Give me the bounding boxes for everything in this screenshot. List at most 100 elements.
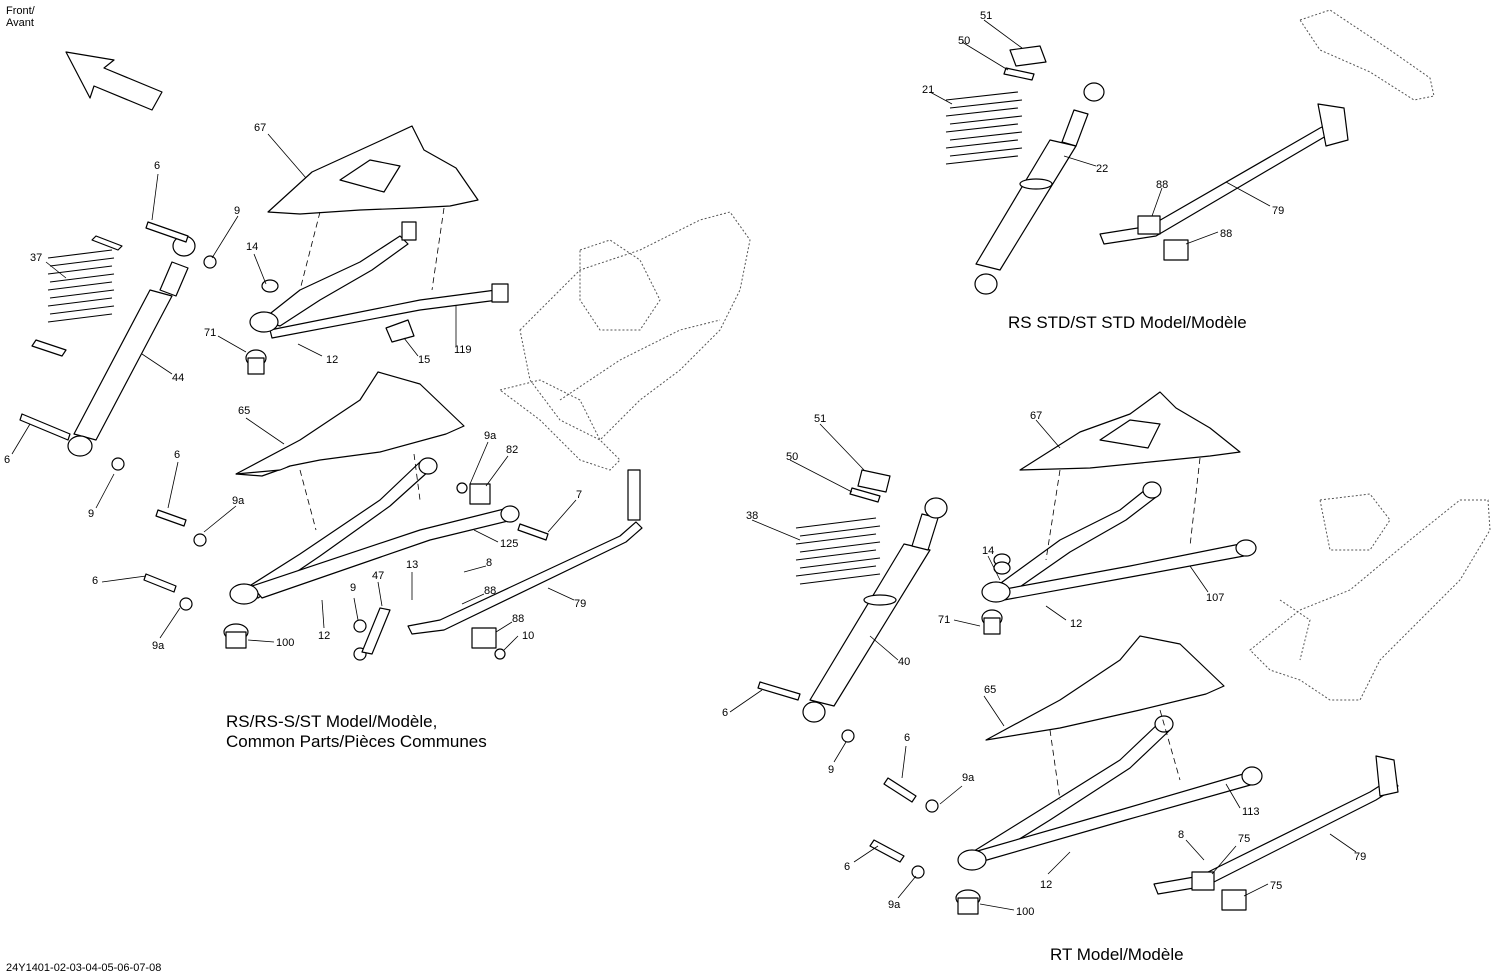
callout-label: 82	[506, 444, 518, 456]
callout-label: 14	[246, 241, 258, 253]
caption-rs-std: RS STD/ST STD Model/Modèle	[1008, 313, 1247, 332]
caption-rt: RT Model/Modèle	[1050, 945, 1184, 964]
callout-label: 6	[92, 575, 98, 587]
callout-label: 6	[844, 861, 850, 873]
callout-label: 79	[1354, 851, 1366, 863]
callout-label: 71	[938, 614, 950, 626]
spring-38	[795, 517, 881, 585]
front-arrow-icon	[65, 51, 163, 111]
callout-label: 9a	[232, 495, 245, 507]
bolts-and-nuts	[143, 509, 506, 661]
callout-label: 9a	[962, 772, 975, 784]
ball-joint-100-rt	[955, 889, 981, 915]
callout-label: 75	[1238, 833, 1250, 845]
spring-37	[31, 235, 123, 357]
frame-ghost-rt	[1249, 493, 1491, 701]
lower-guard-65-rt	[985, 635, 1225, 741]
callout-label: 21	[922, 84, 934, 96]
callout-label: 6	[904, 732, 910, 744]
upper-arm-guard-67	[267, 125, 479, 215]
callout-label: 50	[958, 35, 970, 47]
callout-label: 7	[576, 489, 582, 501]
shock-absorber-40	[757, 497, 948, 743]
shock-absorber-44	[19, 221, 217, 471]
callout-label: 79	[1272, 205, 1284, 217]
bump-stop-50-51	[1003, 45, 1047, 81]
callout-label: 47	[372, 570, 384, 582]
callout-label: 6	[722, 707, 728, 719]
alignment-lines-rt	[1045, 457, 1201, 801]
orientation-line2: Avant	[6, 17, 34, 29]
bump-stop-50-51-rt	[849, 469, 891, 503]
alignment-lines	[299, 207, 445, 531]
callout-label: 12	[1070, 618, 1082, 630]
callout-label: 100	[1016, 906, 1034, 918]
sway-bar-79-std	[1099, 103, 1349, 261]
upper-guard-67-rt	[1019, 391, 1241, 471]
callout-label: 9	[350, 582, 356, 594]
callout-label: 71	[204, 327, 216, 339]
callout-label: 113	[1242, 806, 1260, 818]
callout-label: 44	[172, 372, 184, 384]
shock-ghost-top	[1299, 9, 1435, 101]
callout-label: 9	[828, 764, 834, 776]
upper-a-arm-107	[981, 481, 1257, 603]
callout-label: 9a	[484, 430, 497, 442]
callout-label: 88	[1156, 179, 1168, 191]
callout-leaders	[11, 19, 1357, 911]
callout-label: 37	[30, 252, 42, 264]
callout-label: 40	[898, 656, 910, 668]
callout-label: 50	[786, 451, 798, 463]
callout-label: 14	[982, 545, 994, 557]
callout-label: 9	[88, 508, 94, 520]
callout-label: 88	[1220, 228, 1232, 240]
frame-ghost	[498, 211, 751, 471]
bolts-and-nuts-rt	[869, 561, 1011, 879]
callout-label: 12	[1040, 879, 1052, 891]
callout-label: 65	[238, 405, 250, 417]
callout-label: 22	[1096, 163, 1108, 175]
callout-label: 6	[174, 449, 180, 461]
ball-joint-100	[223, 623, 249, 649]
callout-label: 6	[154, 160, 160, 172]
caption-common-parts: RS/RS-S/ST Model/Modèle, Common Parts/Pi…	[226, 712, 487, 752]
sway-bar-79	[407, 469, 643, 649]
callout-label: 88	[512, 613, 524, 625]
lower-a-arm-113	[957, 715, 1263, 871]
callout-label: 107	[1206, 592, 1224, 604]
callout-label: 67	[1030, 410, 1042, 422]
rt-group	[757, 391, 1491, 915]
common-parts-group	[19, 125, 751, 661]
spring-21	[945, 91, 1023, 165]
orientation-label: Front/ Avant	[6, 5, 35, 29]
callout-labels: 67 6 9 37 14 71 12 15 119 44 65 6 9 9a 8…	[4, 10, 1366, 918]
sway-bar-link-47	[361, 607, 391, 655]
callout-label: 75	[1270, 880, 1282, 892]
ball-joint-71	[245, 349, 267, 375]
sway-bar-79-rt	[1153, 755, 1399, 911]
upper-a-arm-119	[249, 221, 509, 343]
callout-label: 6	[4, 454, 10, 466]
orientation-line1: Front/	[6, 5, 35, 17]
callout-label: 67	[254, 122, 266, 134]
callout-label: 100	[276, 637, 294, 649]
drawing-number: 24Y1401-02-03-04-05-06-07-08	[6, 962, 162, 974]
caption-common-line1: RS/RS-S/ST Model/Modèle,	[226, 712, 438, 731]
ball-joint-71-rt	[981, 609, 1003, 635]
callout-label: 9a	[152, 640, 165, 652]
lower-arm-guard-65	[235, 371, 465, 477]
callout-label: 15	[418, 354, 430, 366]
callout-label: 38	[746, 510, 758, 522]
callout-label: 10	[522, 630, 534, 642]
callout-label: 12	[318, 630, 330, 642]
shock-absorber-22	[974, 82, 1105, 295]
lower-a-arm-125	[229, 457, 549, 605]
callout-label: 65	[984, 684, 996, 696]
callout-label: 8	[486, 557, 492, 569]
callout-label: 51	[980, 10, 992, 22]
rs-std-group	[945, 9, 1435, 295]
callout-label: 13	[406, 559, 418, 571]
callout-label: 9a	[888, 899, 901, 911]
caption-common-line2: Common Parts/Pièces Communes	[226, 732, 487, 751]
